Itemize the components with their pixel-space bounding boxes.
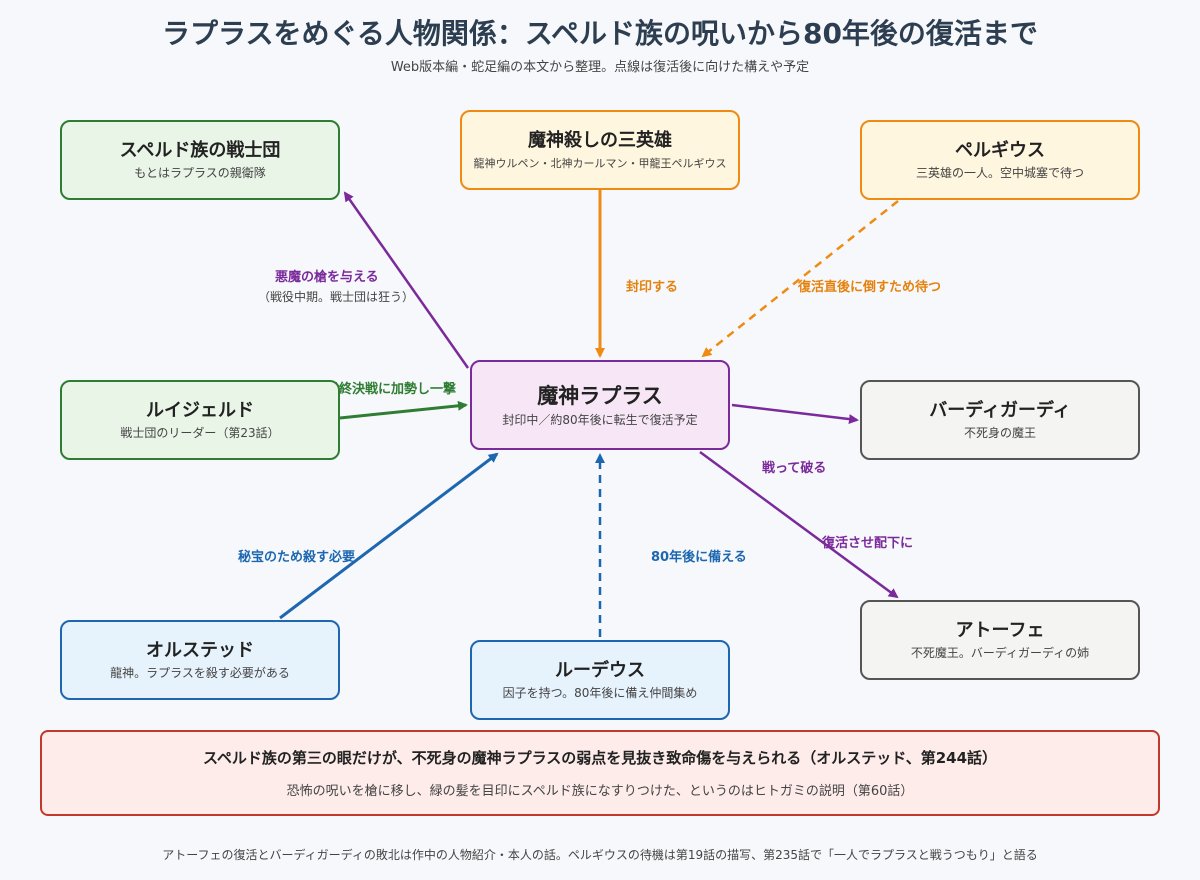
callout-subtitle: 恐怖の呪いを槍に移し、緑の髪を目印にスペルド族になすりつけた、というのはヒトガミ… [286,784,914,799]
edge-label-final-battle: 最終決戦に加勢し一撃 [326,382,457,397]
edge-label-defeat: 戦って破る [762,461,827,476]
node-subtitle: 戦士団のリーダー（第23話） [120,426,280,441]
edge-final-battle [339,400,468,420]
diagram-title: ラプラスをめぐる人物関係：スペルド族の呪いから80年後の復活まで [162,17,1038,50]
edge-label-spear: 悪魔の槍を与える [275,270,379,285]
node-rudeus: ルーデウス 因子を持つ。80年後に備え仲間集め [470,640,730,720]
edge-defeat [731,403,859,425]
node-title: スペルド族の戦士団 [119,139,281,161]
node-subtitle: 三英雄の一人。空中城塞で待つ [915,166,1084,181]
edge-label-must-kill: 秘宝のため殺す必要 [238,550,356,565]
edge-revive [699,450,899,599]
node-title: 魔神殺しの三英雄 [528,130,672,152]
node-subtitle: 龍神ウルペン・北神カールマン・甲龍王ペルギウス [473,156,727,170]
edge-must-kill [279,452,499,620]
node-three-heroes: 魔神殺しの三英雄 龍神ウルペン・北神カールマン・甲龍王ペルギウス [460,110,740,190]
footer-note: アトーフェの復活とバーディガーディの敗北は作中の人物紹介・本人の話。ペルギウスの… [162,848,1038,862]
node-title: アトーフェ [955,619,1045,641]
node-title: ルイジェルド [146,399,254,421]
node-subtitle: 龍神。ラプラスを殺す必要がある [110,666,290,681]
edge-label-seal: 封印する [626,280,679,295]
edge-spear [343,191,470,369]
node-title: バーディガーディ [929,399,1071,421]
node-subtitle: 封印中／約80年後に転生で復活予定 [502,412,698,427]
callout-title: スペルド族の第三の眼だけが、不死身の魔神ラプラスの弱点を見抜き致命傷を与えられる… [202,749,998,767]
node-laplace: 魔神ラプラス 封印中／約80年後に転生で復活予定 [470,360,730,450]
node-title: オルステッド [146,639,254,661]
node-orsted: オルステッド 龍神。ラプラスを殺す必要がある [60,620,340,700]
edge-label-revive: 復活させ配下に [822,536,914,551]
key-point-callout: スペルド族の第三の眼だけが、不死身の魔神ラプラスの弱点を見抜き致命傷を与えられる… [40,730,1160,816]
node-badigadi: バーディガーディ 不死身の魔王 [860,380,1140,460]
edge-label-wait: 復活直後に倒すため待つ [798,280,942,295]
diagram-subtitle: Web版本編・蛇足編の本文から整理。点線は復活後に向けた構えや予定 [390,60,810,75]
node-title: 魔神ラプラス [537,383,663,408]
node-atofe: アトーフェ 不死魔王。バーディガーディの姉 [860,600,1140,680]
node-title: ペルギウス [955,139,1045,161]
node-title: ルーデウス [555,659,645,681]
edge-label-prepare: 80年後に備える [651,550,747,565]
node-pergius: ペルギウス 三英雄の一人。空中城塞で待つ [860,120,1140,200]
node-subtitle: 不死魔王。バーディガーディの姉 [910,646,1090,661]
node-subtitle: 因子を持つ。80年後に備え仲間集め [502,686,698,701]
node-subtitle: もとはラプラスの親衛隊 [134,166,266,181]
node-superd-warriors: スペルド族の戦士団 もとはラプラスの親衛隊 [60,120,340,200]
edge-note-spear: （戦役中期。戦士団は狂う） [258,290,415,304]
node-subtitle: 不死身の魔王 [963,426,1036,441]
node-ruijerd: ルイジェルド 戦士団のリーダー（第23話） [60,380,340,460]
